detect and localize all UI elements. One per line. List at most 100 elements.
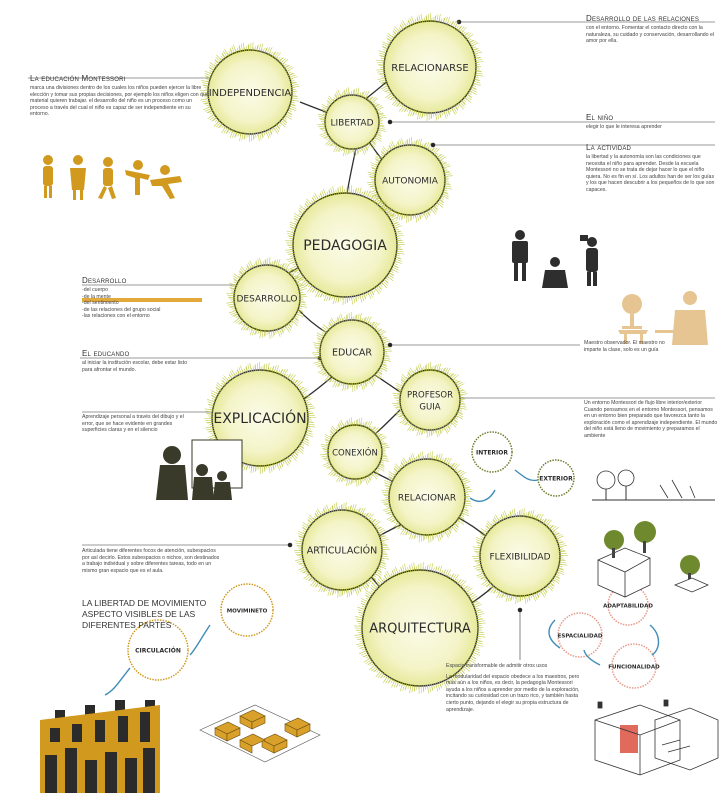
ring-hair xyxy=(208,404,215,407)
ring-hair xyxy=(371,375,376,381)
ring-hair xyxy=(248,463,251,469)
ring-hair xyxy=(326,105,331,109)
ring-hair xyxy=(544,519,550,526)
ring-hair xyxy=(413,141,415,147)
ring-hair xyxy=(285,323,291,331)
ring-hair xyxy=(259,329,261,334)
ring-hair xyxy=(246,264,251,271)
ring-hair xyxy=(542,518,548,525)
ring-hair xyxy=(410,454,414,463)
ring-hair xyxy=(498,589,501,594)
ring-hair xyxy=(477,546,482,549)
ring-hair xyxy=(337,187,340,195)
label-espacialidad: ESPACIALIDAD xyxy=(558,634,603,640)
ring-hair xyxy=(357,313,360,322)
ring-hair xyxy=(358,187,362,196)
label-conexion: CONEXIÓN xyxy=(332,447,378,459)
ring-hair xyxy=(315,356,322,358)
ring-hair xyxy=(304,206,309,211)
ring-hair xyxy=(349,588,352,596)
ring-hair xyxy=(320,512,323,517)
ring-hair xyxy=(440,162,448,166)
ring-hair xyxy=(387,213,395,218)
ring-hair xyxy=(231,369,237,378)
ring-hair xyxy=(480,528,489,534)
ring-hair xyxy=(259,329,262,339)
ring-hair xyxy=(384,484,392,488)
ring-hair xyxy=(340,419,345,429)
ring-hair xyxy=(367,172,377,175)
ring-hair xyxy=(445,367,451,376)
ring-hair xyxy=(215,390,221,394)
ring-hair xyxy=(377,117,387,119)
ring-hair xyxy=(402,682,406,691)
ring-hair xyxy=(548,581,555,588)
ring-hair xyxy=(527,511,529,518)
ring-hair xyxy=(295,278,304,284)
ring-hair xyxy=(440,194,449,200)
ring-hair xyxy=(379,442,386,445)
ring-hair xyxy=(276,328,279,333)
ring-hair xyxy=(271,463,275,471)
ring-hair xyxy=(313,344,322,347)
ring-hair xyxy=(286,268,290,273)
ring-hair xyxy=(380,362,387,366)
ring-hair xyxy=(421,111,424,119)
ring-hair xyxy=(215,56,222,64)
ring-hair xyxy=(376,466,380,470)
ring-hair xyxy=(383,577,387,583)
ring-hair xyxy=(467,658,472,662)
ring-hair xyxy=(333,471,339,477)
classroom-modules-icon xyxy=(199,704,321,763)
ring-hair xyxy=(206,413,214,415)
ring-hair xyxy=(362,145,367,154)
ring-hair xyxy=(456,579,462,585)
ring-hair xyxy=(377,329,385,335)
ring-hair xyxy=(334,94,339,101)
ring-hair xyxy=(233,308,238,311)
ring-hair xyxy=(365,655,371,659)
ring-hair xyxy=(401,137,404,147)
ring-hair xyxy=(416,213,419,222)
ring-hair xyxy=(485,530,489,534)
ring-hair xyxy=(474,70,481,72)
ring-hair xyxy=(287,322,292,329)
ring-hair xyxy=(285,240,295,242)
ring-hair xyxy=(374,198,382,204)
ring-hair xyxy=(450,525,458,533)
ring-hair xyxy=(452,20,457,29)
ring-hair xyxy=(282,325,286,331)
ring-hair xyxy=(399,103,405,112)
ring-hair xyxy=(298,209,305,215)
ring-hair xyxy=(464,663,471,670)
ring-hair xyxy=(384,276,389,281)
ring-hair xyxy=(485,524,492,531)
ring-hair xyxy=(254,46,256,52)
ring-hair xyxy=(399,139,402,148)
label-adaptabilidad: ADAPTABILIDAD xyxy=(603,604,653,610)
ring-hair xyxy=(428,208,432,214)
ring-hair xyxy=(383,673,387,679)
ring-hair xyxy=(292,379,299,386)
ring-hair xyxy=(401,376,408,382)
ring-hair xyxy=(330,427,337,434)
ring-hair xyxy=(350,190,352,195)
ring-hair xyxy=(458,405,467,408)
ring-hair xyxy=(403,419,410,426)
ring-hair xyxy=(286,109,292,112)
ring-hair xyxy=(270,127,274,132)
ring-hair xyxy=(289,319,294,324)
ring-hair xyxy=(442,458,447,464)
ring-hair xyxy=(443,529,446,534)
ring-hair xyxy=(382,348,391,350)
label-funcionalidad: FUNCIONALIDAD xyxy=(608,665,660,671)
ring-hair xyxy=(466,660,471,664)
ring-hair xyxy=(293,316,299,321)
ring-hair xyxy=(382,344,388,346)
ring-hair xyxy=(391,264,398,268)
ring-hair xyxy=(319,369,327,375)
ring-hair xyxy=(450,676,453,680)
ring-hair xyxy=(375,155,383,161)
ring-hair xyxy=(302,522,311,528)
ring-hair xyxy=(456,518,464,525)
